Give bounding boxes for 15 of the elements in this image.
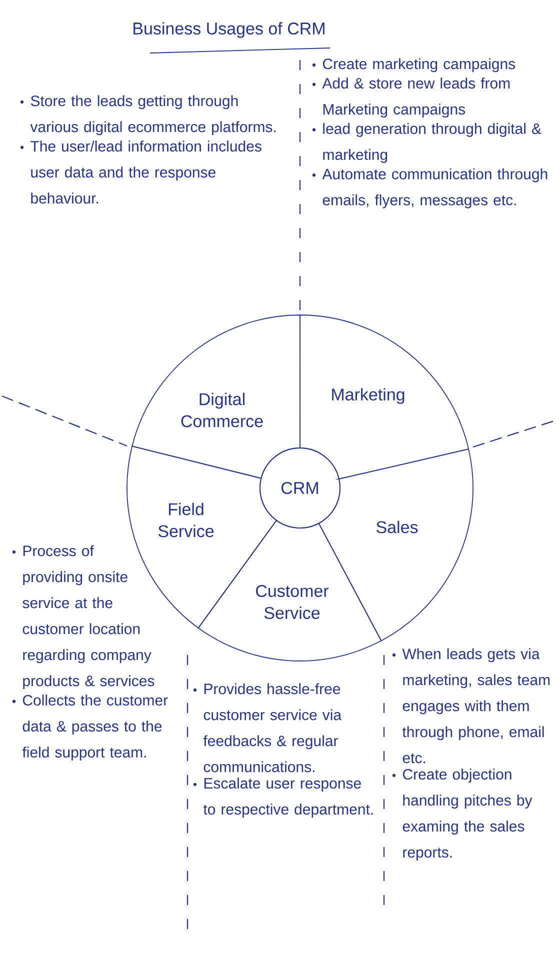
note: Provides hassle-free customer service via feedbacks & regular communications. (203, 683, 342, 772)
note: lead generation through digital & marketing (323, 122, 542, 163)
note: Store the leads getting through various digital ecommerce platforms. (30, 95, 276, 136)
note: Collects the customer data & passes to the field support team. (22, 694, 168, 761)
note: When leads gets via marketing, sales team engages with them through phone, email etc. (402, 648, 550, 764)
note: Automate communication through emails, flyers, messages etc. (322, 168, 548, 208)
note: The user/lead information includes user data and the response behaviour. (30, 140, 262, 204)
note: Create marketing campaigns (322, 58, 516, 72)
note: Escalate user response to respective department. (203, 778, 373, 818)
note: Create objection handling pitches by examing the sales reports. (402, 768, 532, 861)
title: Business Usages of CRM (134, 22, 324, 38)
note: Add & store new leads from Marketing campaigns (322, 78, 510, 118)
pie-sector: Marketing (300, 314, 470, 480)
note: Process of providing onsite service at the customer location regarding company products & services (22, 545, 154, 690)
pie-sector: Digital Commerce (132, 314, 300, 479)
